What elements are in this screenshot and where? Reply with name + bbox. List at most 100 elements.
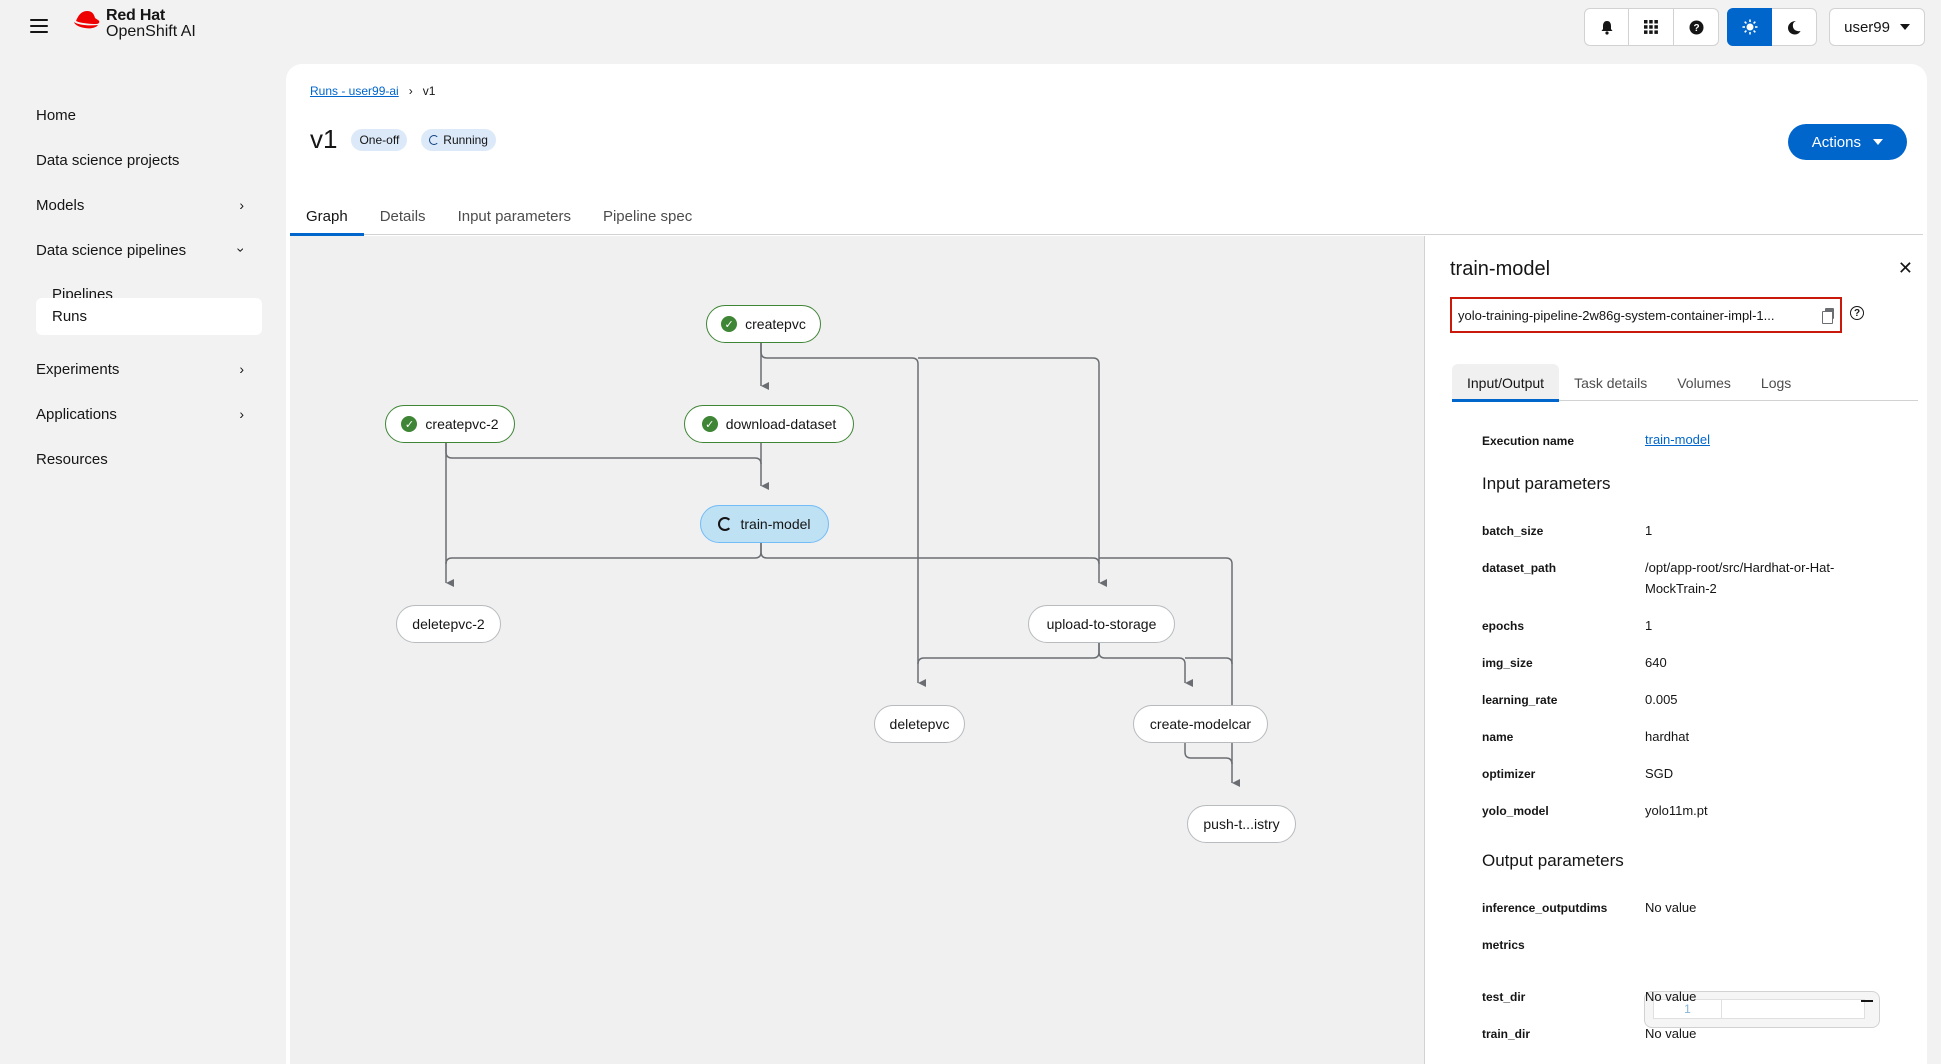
chevron-down-icon: › (233, 247, 250, 253)
param-value: SGD (1645, 766, 1674, 781)
param-key: epochs (1482, 619, 1525, 633)
edge-upload-modelcar (1098, 643, 1185, 683)
param-key: dataset_path (1482, 561, 1557, 575)
tab-logs[interactable]: Logs (1760, 374, 1792, 391)
brand-line-2: OpenShift AI (106, 23, 196, 40)
param-value: No value (1645, 989, 1697, 1004)
tab-details[interactable]: Details (379, 208, 426, 225)
chevron-right-icon: › (408, 84, 413, 98)
execution-name-link[interactable]: train-model (1645, 432, 1711, 447)
chevron-right-icon: › (239, 406, 244, 422)
node-download-dataset[interactable]: ✓ download-dataset (684, 405, 854, 443)
edge-train-push (1099, 557, 1232, 783)
drawer-tabs: Input/Output Task details Volumes Logs (1452, 364, 1918, 402)
edge-createpvc-deletepvc (760, 343, 918, 683)
execution-name-value: train-model (1645, 429, 1885, 450)
edge-upload-push (1185, 657, 1233, 665)
node-train-model[interactable]: train-model (700, 505, 829, 543)
actions-dropdown-button[interactable]: Actions (1787, 124, 1907, 160)
masthead: Red Hat OpenShift AI ? user99 (0, 0, 1941, 54)
metrics-code-viewer[interactable]: 1 (1644, 991, 1880, 1028)
copy-icon[interactable] (1822, 308, 1834, 324)
user-name: user99 (1844, 18, 1890, 36)
execution-id-field[interactable]: yolo-training-pipeline-2w86g-system-cont… (1450, 297, 1842, 333)
node-createpvc[interactable]: ✓ createpvc (706, 305, 821, 343)
execution-name-label: Execution name (1482, 434, 1575, 448)
drawer-title: train-model (1450, 258, 1551, 280)
help-question-icon[interactable]: ? (1850, 306, 1864, 320)
param-value: 0.005 (1645, 692, 1678, 707)
sidebar-item-runs[interactable]: Runs (36, 298, 262, 335)
run-type-badge: One-off (351, 128, 408, 151)
param-value: No value (1645, 1026, 1697, 1041)
node-upload-to-storage[interactable]: upload-to-storage (1028, 605, 1175, 643)
edge-train-deletepvc2 (445, 543, 762, 565)
param-key: train_dir (1482, 1027, 1531, 1041)
user-menu-toggle[interactable]: user99 (1829, 8, 1925, 46)
collapse-icon[interactable] (1861, 1000, 1873, 1002)
execution-id-text: yolo-training-pipeline-2w86g-system-cont… (1458, 307, 1775, 323)
tab-input-output[interactable]: Input/Output (1452, 364, 1560, 402)
sidebar-item-data-science-projects[interactable]: Data science projects (36, 151, 180, 169)
edge-modelcar-push (1184, 743, 1233, 765)
param-value: 1 (1645, 618, 1653, 633)
sidebar-nav: Home Data science projects Models› Data … (0, 54, 280, 1064)
param-value: /opt/app-root/src/Hardhat-or-Hat-MockTra… (1645, 560, 1835, 596)
param-key: yolo_model (1482, 804, 1549, 818)
node-deletepvc[interactable]: deletepvc (874, 705, 965, 743)
breadcrumb-runs-link[interactable]: Runs - user99-ai (310, 84, 399, 98)
run-status-badge: Running (421, 128, 496, 151)
app-launcher-grid-icon[interactable] (1629, 8, 1675, 46)
sidebar-item-home[interactable]: Home (36, 106, 77, 124)
node-deletepvc-2[interactable]: deletepvc-2 (396, 605, 501, 643)
param-key: metrics (1482, 938, 1525, 952)
red-hat-icon (74, 11, 100, 29)
param-value: hardhat (1645, 729, 1690, 744)
param-key: optimizer (1482, 767, 1536, 781)
param-key: test_dir (1482, 990, 1526, 1004)
param-key: img_size (1482, 656, 1533, 670)
main-content: Runs - user99-ai › v1 v1 One-off Running… (286, 64, 1927, 1064)
param-key: learning_rate (1482, 693, 1558, 707)
drawer-resize-handle[interactable] (1424, 236, 1432, 1064)
tab-graph[interactable]: Graph (290, 198, 364, 236)
chevron-right-icon: › (239, 361, 244, 377)
param-key: batch_size (1482, 524, 1544, 538)
sidebar-item-models[interactable]: Models› (36, 196, 244, 214)
close-icon[interactable]: ✕ (1897, 258, 1913, 278)
tab-pipeline-spec[interactable]: Pipeline spec (602, 208, 693, 225)
help-question-icon[interactable]: ? (1674, 8, 1720, 46)
tab-input-parameters[interactable]: Input parameters (457, 208, 571, 225)
edge-createpvc2-train (445, 443, 762, 465)
caret-down-icon (1900, 24, 1910, 30)
line-number: 1 (1654, 1000, 1722, 1018)
node-create-modelcar[interactable]: create-modelcar (1133, 705, 1268, 743)
caret-down-icon (1873, 139, 1883, 145)
breadcrumb: Runs - user99-ai › v1 (310, 84, 435, 98)
in-progress-icon (429, 134, 440, 145)
dark-theme-moon-icon[interactable] (1772, 8, 1818, 46)
product-logo[interactable]: Red Hat OpenShift AI (72, 8, 196, 40)
run-tabs: Graph Details Input parameters Pipeline … (290, 198, 1923, 236)
light-theme-sun-icon[interactable] (1727, 8, 1773, 46)
tab-task-details[interactable]: Task details (1574, 374, 1648, 391)
param-value: No value (1645, 900, 1697, 915)
task-details-drawer: train-model ✕ yolo-training-pipeline-2w8… (1432, 236, 1927, 1064)
sidebar-item-experiments[interactable]: Experiments› (36, 360, 244, 378)
node-createpvc-2[interactable]: ✓ createpvc-2 (385, 405, 515, 443)
param-key: inference_outputdims (1482, 901, 1608, 915)
brand-line-1: Red Hat (106, 7, 166, 24)
sidebar-item-data-science-pipelines[interactable]: Data science pipelines› (36, 241, 250, 259)
sidebar-item-resources[interactable]: Resources (36, 450, 108, 468)
graph-edges (445, 343, 1424, 1064)
edge-createpvc-upload (918, 357, 1099, 583)
edge-train-upload (760, 543, 1100, 565)
notifications-bell-icon[interactable] (1584, 8, 1630, 46)
sidebar-item-applications[interactable]: Applications› (36, 405, 244, 423)
param-key: name (1482, 730, 1514, 744)
menu-toggle-icon[interactable] (30, 19, 48, 33)
input-parameters-heading: Input parameters (1482, 474, 1611, 493)
tab-volumes[interactable]: Volumes (1677, 374, 1731, 391)
pipeline-graph[interactable]: ✓ createpvc ✓ createpvc-2 ✓ download-dat… (290, 236, 1424, 1064)
node-push-to-registry[interactable]: push-t...istry (1187, 805, 1296, 843)
